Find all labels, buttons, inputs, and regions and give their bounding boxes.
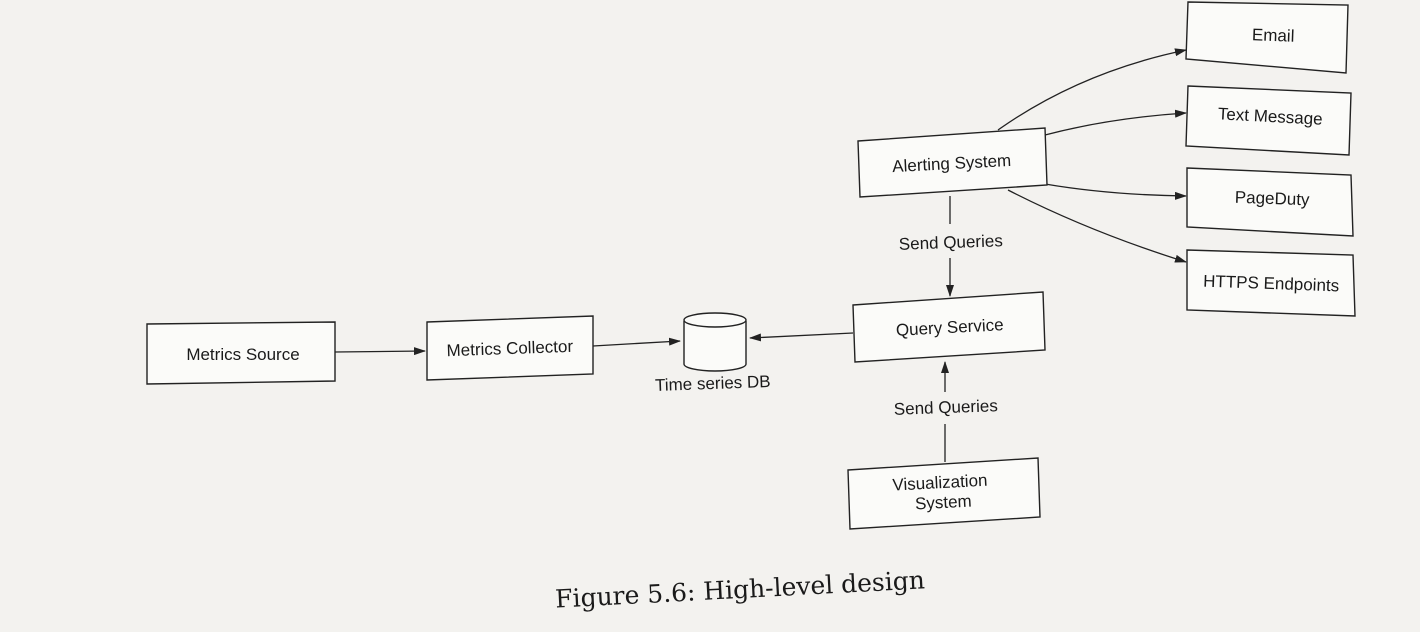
edge-alerting-to-https-endpoints [1007, 189, 1187, 263]
node-metrics-source: Metrics Source [146, 321, 336, 385]
node-pageduty: PageDuty [1186, 167, 1354, 237]
https-endpoints-label: HTTPS Endpoints [1203, 272, 1340, 296]
edge-alerting-to-pageduty [1044, 183, 1187, 200]
node-alerting-system: Alerting System [857, 127, 1048, 198]
edge-source-to-collector [334, 347, 426, 356]
database-cylinder-icon [683, 321, 747, 372]
visualization-system-label-line2: System [915, 492, 973, 514]
visualization-system-label-line1: Visualization [892, 471, 988, 495]
edge-label-visualization-send-queries: Send Queries [894, 396, 999, 419]
node-query-service: Query Service [852, 291, 1046, 363]
node-metrics-collector: Metrics Collector [426, 315, 594, 381]
figure-caption: Figure 5.6: High-level design [554, 565, 925, 613]
node-visualization-system: Visualization System [847, 457, 1041, 530]
node-email: Email [1185, 1, 1349, 74]
edge-alerting-to-email [997, 48, 1187, 131]
edge-query-to-db [749, 332, 854, 342]
metrics-collector-label: Metrics Collector [446, 337, 574, 360]
node-text-message: Text Message [1185, 85, 1352, 156]
node-time-series-db: Time series DB [655, 312, 771, 395]
visualization-system-label: Visualization System [892, 470, 994, 514]
node-https-endpoints: HTTPS Endpoints [1186, 249, 1356, 317]
edge-label-alerting-send-queries: Send Queries [899, 231, 1004, 254]
edge-collector-to-db [592, 337, 681, 347]
edge-alerting-to-text-message [1044, 109, 1187, 136]
email-label: Email [1252, 25, 1295, 45]
time-series-db-label: Time series DB [655, 372, 771, 395]
pageduty-label: PageDuty [1235, 188, 1311, 210]
metrics-source-label: Metrics Source [186, 345, 299, 364]
